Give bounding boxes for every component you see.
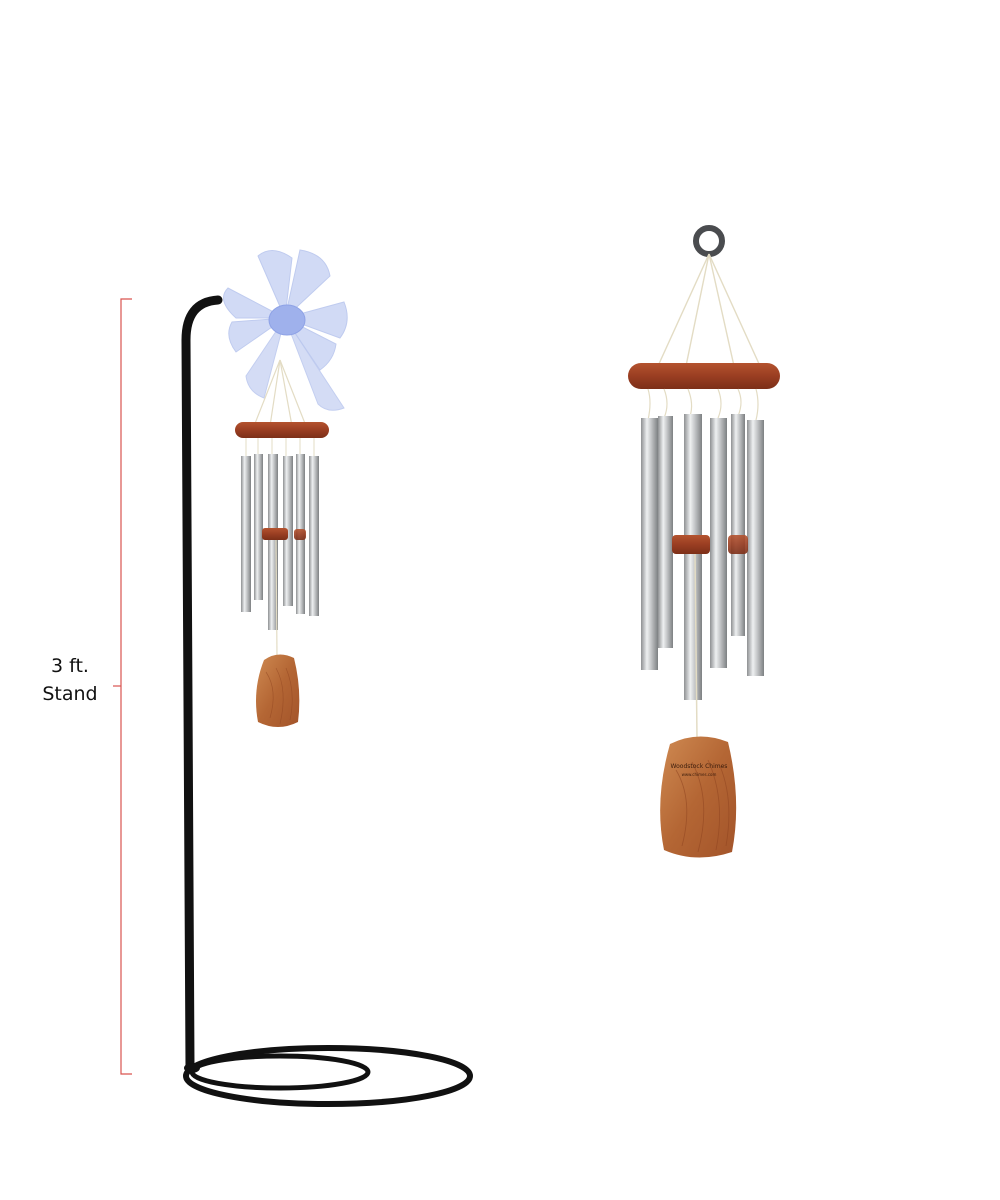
windcatcher-brand: Woodstock Chimes: [671, 763, 728, 770]
windcatcher-url: www.chimes.com: [682, 772, 717, 777]
dimension-bracket: [113, 298, 132, 1075]
ribbon-bow: [223, 249, 348, 411]
stand-height-value: 3 ft.: [51, 655, 89, 677]
stand-height-label: 3 ft. Stand: [30, 652, 110, 708]
chime-stand: [181, 295, 473, 1107]
stand-height-caption: Stand: [42, 683, 98, 705]
small-wind-chime: [235, 359, 329, 727]
large-wind-chime: Woodstock Chimes www.chimes.com: [628, 225, 780, 858]
